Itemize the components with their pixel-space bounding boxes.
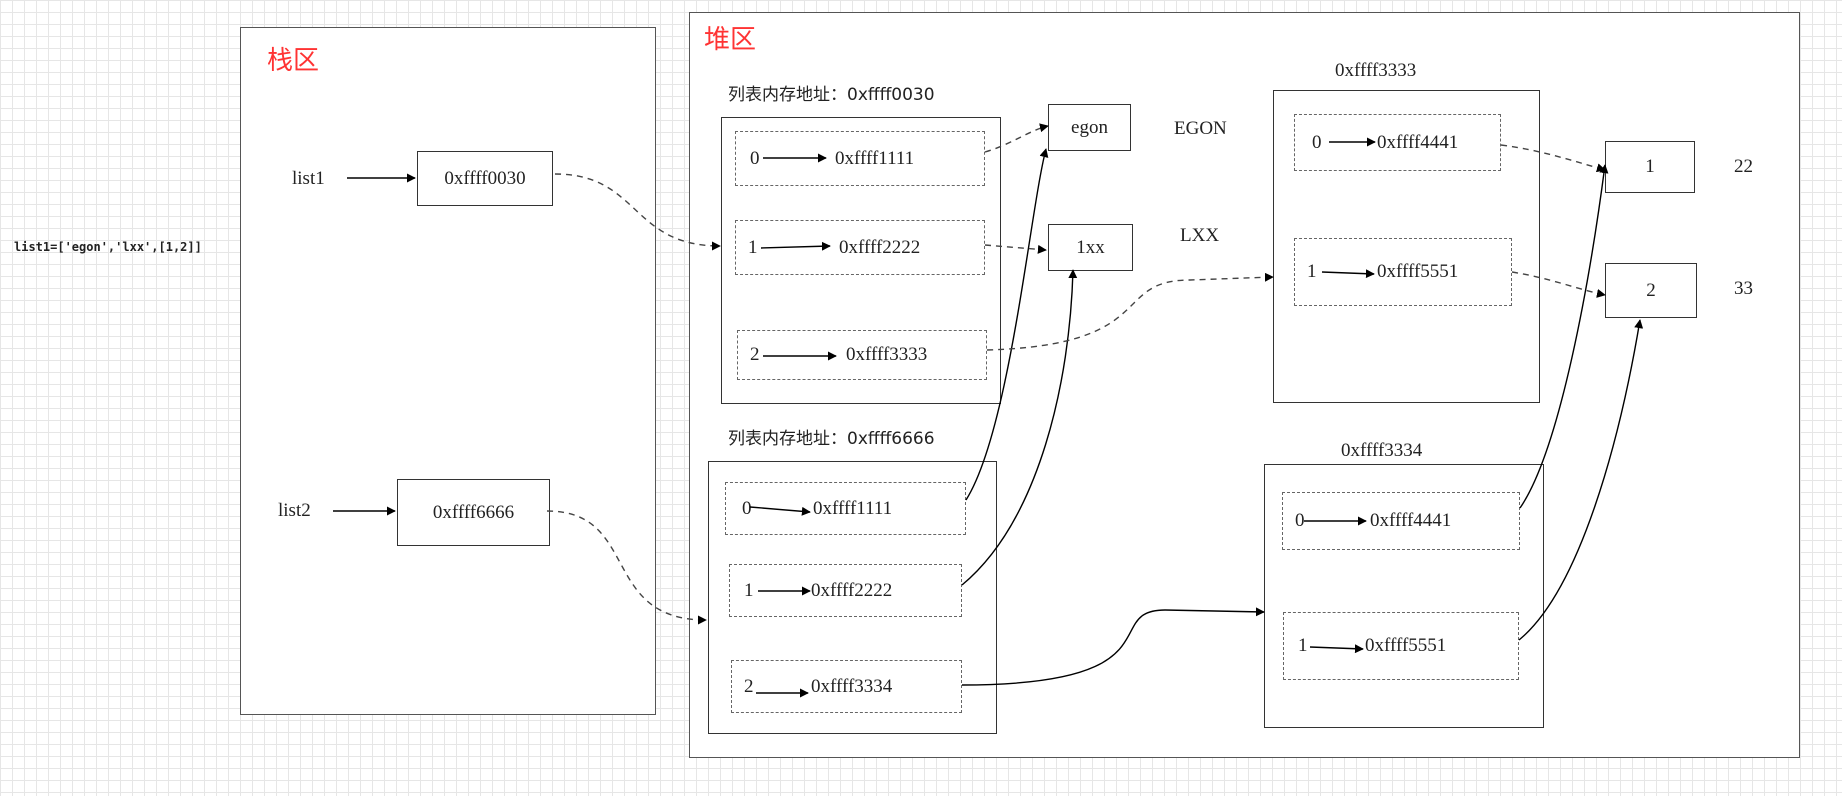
slot-addr: 0xffff3333 (846, 344, 928, 365)
slot-index: 1 (748, 236, 758, 258)
ref-list1-sub (986, 272, 1274, 351)
ref-list2-lxx (961, 269, 1078, 586)
heap-title: 堆区 (704, 25, 757, 55)
ref-list2-egon (965, 148, 1049, 501)
slot-addr: 0xffff2222 (811, 579, 893, 601)
ref-list1-heap (554, 173, 721, 251)
slot-index: 1 (1298, 635, 1308, 656)
sublist-b-slot-0: 0 0xffff4441 (1282, 492, 1520, 550)
slot-index: 1 (744, 579, 754, 601)
slot-index: 0 (1312, 131, 1322, 153)
slot-index: 0 (742, 497, 752, 519)
slot-addr: 0xffff2222 (839, 236, 921, 258)
slot-addr: 0xffff3334 (811, 675, 893, 697)
ref-subb-int2 (1518, 319, 1644, 641)
slot-addr: 0xffff5551 (1377, 261, 1459, 282)
ref-list2-sub (961, 607, 1265, 686)
ref-list2-heap (546, 510, 707, 625)
sublist-a-caption: 0xffff3333 (1335, 60, 1417, 81)
slot-addr: 0xffff4441 (1377, 131, 1459, 153)
var-name-list1: list1 (292, 168, 325, 189)
string-box-lxx: 1xx (1048, 224, 1133, 271)
slot-index: 0 (750, 147, 760, 169)
int-label-1: 22 (1734, 156, 1753, 177)
ref-suba-int2 (1511, 271, 1606, 298)
slot-addr: 0xffff5551 (1365, 635, 1447, 656)
code-note: list1=['egon','lxx',[1,2]] (14, 240, 202, 254)
list2-caption: 列表内存地址：0xffff6666 (728, 429, 935, 449)
sublist-a-slot-0: 0 0xffff4441 (1294, 114, 1501, 171)
arrow-suba-idx1 (1321, 269, 1375, 279)
string-label-lxx: LXX (1180, 225, 1220, 246)
sublist-b-caption: 0xffff3334 (1341, 440, 1423, 461)
int-label-2: 33 (1734, 278, 1753, 299)
string-label-egon: EGON (1174, 118, 1227, 139)
slot-index: 1 (1307, 261, 1317, 282)
slot-addr: 0xffff4441 (1370, 510, 1452, 531)
var-box-list2: 0xffff6666 (397, 479, 550, 546)
slot-addr: 0xffff1111 (835, 147, 915, 169)
arrow-list1-idx1 (760, 241, 831, 251)
int-box-2: 2 (1605, 263, 1697, 318)
arrow-subb-idx1 (1309, 644, 1364, 654)
slot-addr: 0xffff1111 (813, 497, 893, 519)
slot-index: 2 (750, 344, 760, 365)
slot-index: 2 (744, 675, 754, 697)
ref-suba-int1 (1500, 144, 1606, 173)
stack-region: 栈区 (240, 27, 656, 715)
list1-slot-2: 2 0xffff3333 (737, 330, 987, 380)
arrow-list2-idx0 (749, 506, 811, 516)
var-box-list1: 0xffff0030 (417, 151, 553, 206)
sublist-b-slot-1: 1 0xffff5551 (1283, 612, 1519, 680)
stack-title: 栈区 (267, 46, 320, 76)
ref-subb-int1 (1519, 164, 1609, 509)
string-box-egon: egon (1048, 104, 1131, 151)
var-name-list2: list2 (278, 500, 311, 521)
list1-caption: 列表内存地址：0xffff0030 (728, 85, 935, 105)
ref-list1-egon (984, 123, 1049, 153)
list2-slot-2: 2 0xffff3334 (731, 660, 962, 713)
slot-index: 0 (1295, 510, 1305, 531)
ref-list1-lxx (984, 244, 1047, 254)
